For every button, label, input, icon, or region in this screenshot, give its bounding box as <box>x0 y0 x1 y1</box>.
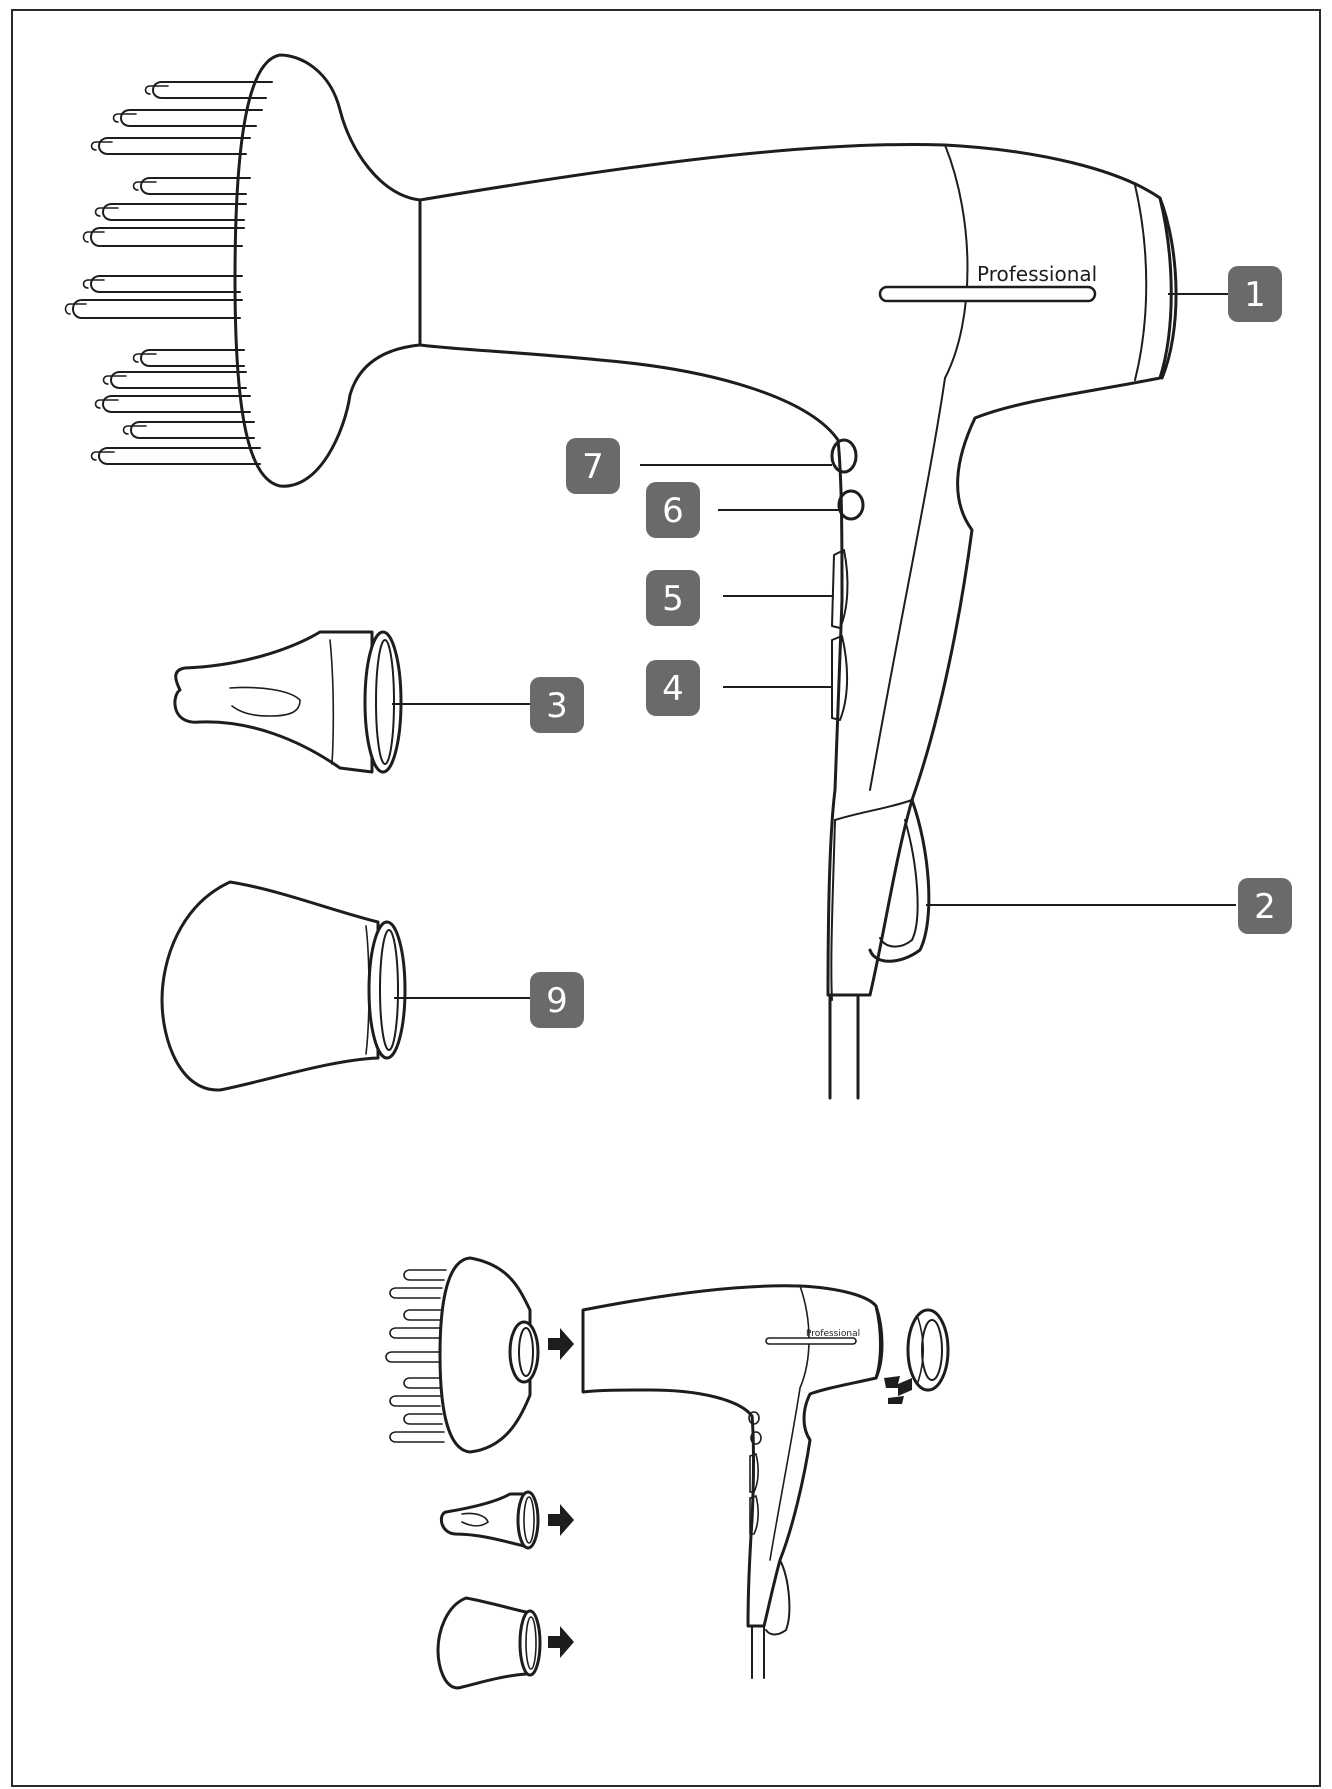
hair-dryer-icon: Professional <box>418 142 1178 1100</box>
arrow-right-icon <box>548 1328 574 1360</box>
callout-3-number: 3 <box>546 686 568 726</box>
callout-2-number: 2 <box>1254 887 1276 927</box>
diffuser-icon <box>64 53 422 488</box>
filter-cap-icon <box>906 1308 950 1392</box>
arrow-right-icon <box>888 1396 904 1404</box>
leader-lines <box>392 293 1236 999</box>
callout-4: 4 <box>646 660 700 716</box>
concentrator-nozzle-icon <box>439 1490 540 1550</box>
callout-3: 3 <box>530 677 584 733</box>
hair-dryer-icon: Professional <box>581 1284 884 1679</box>
callout-5: 5 <box>646 570 700 626</box>
diffuser-icon <box>385 1256 540 1454</box>
callout-6-number: 6 <box>662 491 684 531</box>
callout-5-number: 5 <box>662 579 684 619</box>
brand-label-small: Professional <box>806 1329 860 1339</box>
brand-slot <box>878 285 1097 303</box>
callout-1-number: 1 <box>1244 275 1266 315</box>
volume-nozzle-icon <box>160 880 407 1092</box>
callout-7: 7 <box>566 438 620 494</box>
diagram-border <box>11 9 1321 1787</box>
callout-9: 9 <box>530 972 584 1028</box>
callout-6: 6 <box>646 482 700 538</box>
callout-7-number: 7 <box>582 447 604 487</box>
callout-4-number: 4 <box>662 669 684 709</box>
callout-9-number: 9 <box>546 981 568 1021</box>
arrow-right-icon <box>884 1376 912 1396</box>
callout-1: 1 <box>1228 266 1282 322</box>
arrow-right-icon <box>548 1504 574 1536</box>
arrow-right-icon <box>548 1626 574 1658</box>
concentrator-nozzle-icon <box>173 630 403 774</box>
brand-label: Professional <box>977 262 1097 286</box>
assembly-diagram: Professional <box>385 1256 950 1690</box>
callout-2: 2 <box>1238 878 1292 934</box>
volume-nozzle-icon <box>436 1596 542 1690</box>
